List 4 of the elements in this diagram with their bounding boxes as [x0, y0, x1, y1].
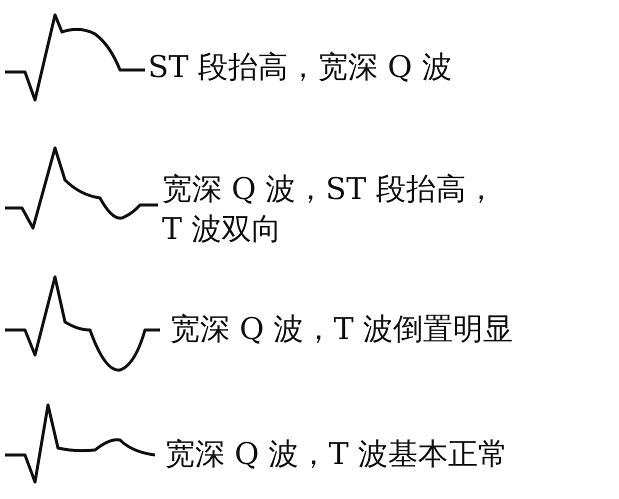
waveform-caption: 宽深 Q 波，ST 段抬高，T 波双向 — [162, 171, 497, 249]
waveform-caption: 宽深 Q 波，T 波基本正常 — [165, 436, 510, 474]
waveform-caption: 宽深 Q 波，T 波倒置明显 — [170, 311, 514, 349]
waveform-caption: ST 段抬高，宽深 Q 波 — [148, 49, 453, 87]
